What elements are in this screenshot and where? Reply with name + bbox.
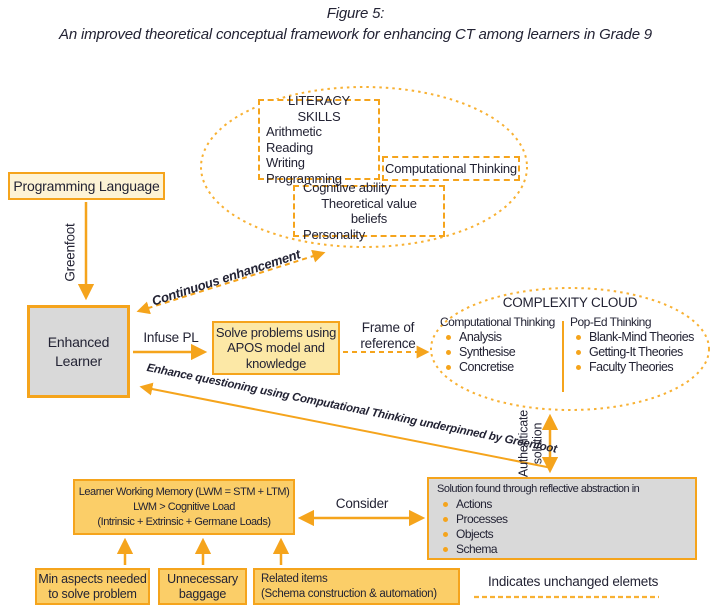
legend-label: Indicates unchanged elemets bbox=[488, 574, 659, 589]
solve-problems-line3: knowledge bbox=[245, 355, 307, 371]
greenfoot-label: Greenfoot bbox=[62, 223, 78, 282]
literacy-item: Arithmetic bbox=[266, 124, 322, 139]
cloud-left-header: Computational Thinking bbox=[440, 315, 555, 329]
literacy-skills-box: LITERACY SKILLS Arithmetic Reading Writi… bbox=[258, 93, 380, 186]
cloud-right-bullet: Blank-Mind Theories bbox=[576, 330, 705, 345]
lwm-box: Learner Working Memory (LWM = STM + LTM)… bbox=[73, 479, 295, 535]
enhanced-learner-box: Enhanced Learner bbox=[27, 305, 130, 398]
solution-bullet: Actions bbox=[443, 497, 508, 512]
min-aspects-box: Min aspects needed to solve problem bbox=[35, 568, 150, 605]
programming-language-label: Programming Language bbox=[13, 178, 160, 194]
min-aspects-line1: Min aspects needed bbox=[38, 571, 147, 586]
solve-problems-line1: Solve problems using bbox=[215, 324, 337, 340]
cloud-left-bullet: Synthesise bbox=[446, 345, 565, 360]
unnecessary-baggage-box: Unnecessary baggage bbox=[158, 568, 247, 605]
cloud-left-bullet: Analysis bbox=[446, 330, 565, 345]
solution-box: Solution found through reflective abstra… bbox=[427, 477, 697, 560]
cloud-left-column: Computational Thinking Analysis Synthesi… bbox=[440, 315, 565, 375]
solve-problems-box: Solve problems using APOS model and know… bbox=[212, 321, 340, 375]
related-items-box: Related items (Schema construction & aut… bbox=[253, 568, 460, 605]
consider-label: Consider bbox=[335, 496, 389, 511]
cloud-right-column: Pop-Ed Thinking Blank-Mind Theories Gett… bbox=[570, 315, 705, 375]
literacy-skills-title: LITERACY SKILLS bbox=[288, 93, 350, 124]
solution-bullet: Schema bbox=[443, 542, 508, 557]
enhance-questioning-arrow bbox=[139, 382, 553, 469]
figure-caption: An improved theoretical conceptual frame… bbox=[59, 26, 652, 43]
frame-of-reference-label: Frame of reference bbox=[352, 320, 424, 351]
lwm-line3: (Intrinsic + Extrinsic + Germane Loads) bbox=[97, 515, 271, 528]
enhanced-learner-line2: Learner bbox=[55, 352, 102, 369]
related-items-line2: (Schema construction & automation) bbox=[261, 587, 437, 600]
unnecessary-line1: Unnecessary bbox=[167, 571, 238, 586]
solve-problems-line2: APOS model and bbox=[227, 340, 325, 356]
authenticate-line1: Authenticate bbox=[516, 409, 531, 478]
literacy-item: Writing bbox=[266, 155, 305, 170]
learner-attributes-box: Cognitive ability Theoretical value beli… bbox=[293, 180, 445, 242]
cloud-right-header: Pop-Ed Thinking bbox=[570, 315, 652, 329]
attribute-item: Personality bbox=[303, 226, 366, 242]
unnecessary-line2: baggage bbox=[178, 586, 227, 601]
solution-title: Solution found through reflective abstra… bbox=[437, 483, 640, 495]
related-items-line1: Related items bbox=[261, 572, 328, 585]
literacy-item: Reading bbox=[266, 139, 314, 155]
cloud-right-bullet: Faculty Theories bbox=[576, 360, 705, 375]
min-aspects-line2: to solve problem bbox=[48, 586, 137, 601]
top-dashed-ellipse bbox=[200, 86, 528, 248]
literacy-item: Programming bbox=[266, 170, 342, 186]
attribute-item: Theoretical value beliefs bbox=[321, 195, 417, 227]
frame-of-reference-line1: Frame of bbox=[361, 320, 415, 335]
computational-thinking-box: Computational Thinking bbox=[382, 156, 520, 181]
lwm-line1: Learner Working Memory (LWM = STM + LTM) bbox=[78, 485, 290, 498]
complexity-cloud-title: COMPLEXITY CLOUD bbox=[502, 295, 638, 310]
figure-number: Figure 5: bbox=[326, 5, 385, 22]
authenticate-line2: solution bbox=[530, 422, 544, 465]
infuse-pl-label: Infuse PL bbox=[143, 330, 199, 345]
programming-language-box: Programming Language bbox=[8, 172, 165, 200]
solution-bullet: Processes bbox=[443, 512, 508, 527]
cloud-right-bullet: Getting-It Theories bbox=[576, 345, 705, 360]
cloud-left-bullet: Concretise bbox=[446, 360, 565, 375]
enhanced-learner-line1: Enhanced bbox=[47, 333, 110, 350]
frame-of-reference-line2: reference bbox=[360, 335, 416, 351]
complexity-cloud-ellipse bbox=[430, 287, 710, 411]
solution-bullet: Objects bbox=[443, 527, 508, 542]
authenticate-solution-label: Authenticate solution bbox=[516, 399, 545, 489]
computational-thinking-label: Computational Thinking bbox=[385, 161, 517, 176]
attribute-item: Cognitive ability bbox=[303, 180, 391, 195]
lwm-line2: LWM > Cognitive Load bbox=[133, 500, 235, 513]
